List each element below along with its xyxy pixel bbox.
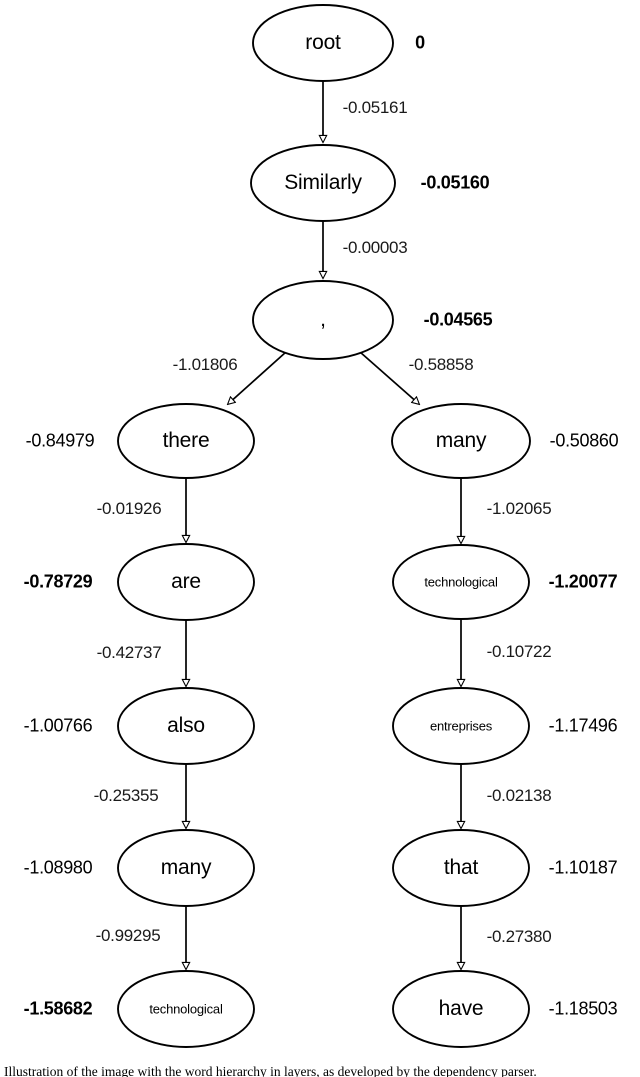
edge-comma-to-there	[228, 351, 287, 404]
edge-weight-label: -0.58858	[408, 355, 474, 374]
node-score-there: -0.84979	[25, 430, 95, 451]
node-ellipse-technological-l[interactable]	[117, 970, 255, 1048]
node-ellipse-technological-r[interactable]	[392, 544, 530, 620]
edge-weight-label: -0.00003	[342, 238, 408, 257]
node-ellipse-entreprises[interactable]	[392, 687, 530, 765]
edge-comma-to-many-right	[359, 351, 419, 404]
node-score-many-right: -0.50860	[549, 430, 619, 451]
edge-weight-label: -0.42737	[96, 643, 162, 662]
node-label-there: there	[162, 429, 210, 452]
edge-weight-label: -1.02065	[486, 499, 552, 518]
node-label-entreprises: entreprises	[429, 718, 493, 734]
node-score-similarly: -0.05160	[420, 172, 490, 193]
nodes-layer	[117, 4, 531, 1048]
node-ellipse-root[interactable]	[252, 4, 394, 82]
node-ellipse-have[interactable]	[392, 970, 530, 1048]
edge-weight-label: -0.02138	[486, 786, 552, 805]
node-ellipse-many-right[interactable]	[391, 403, 531, 479]
node-label-similarly: Similarly	[284, 171, 362, 194]
node-label-technological-r: technological	[424, 574, 498, 590]
edge-weight-label: -0.01926	[96, 499, 162, 518]
node-ellipse-similarly[interactable]	[250, 144, 396, 222]
node-label-many-left: many	[160, 856, 212, 879]
node-score-that: -1.10187	[548, 857, 618, 878]
node-label-are: are	[171, 570, 201, 593]
edge-weight-label: -0.25355	[93, 786, 159, 805]
node-score-technological-l: -1.58682	[23, 998, 93, 1019]
node-label-also: also	[167, 714, 205, 737]
node-score-entreprises: -1.17496	[548, 715, 618, 736]
node-label-technological-l: technological	[149, 1001, 223, 1017]
edge-weight-label: -0.27380	[486, 927, 552, 946]
edge-weight-label: -0.05161	[342, 98, 408, 117]
edge-weight-label: -0.99295	[95, 926, 161, 945]
node-label-root: root	[305, 31, 341, 54]
node-score-have: -1.18503	[548, 998, 618, 1019]
edge-weight-label: -1.01806	[172, 355, 238, 374]
node-score-technological-r: -1.20077	[548, 571, 618, 592]
node-label-many-right: many	[435, 429, 487, 452]
edge-weight-label: -0.10722	[486, 642, 552, 661]
node-ellipse-are[interactable]	[117, 543, 255, 621]
node-score-many-left: -1.08980	[23, 857, 93, 878]
node-label-comma: ,	[320, 308, 326, 331]
node-score-are: -0.78729	[23, 571, 93, 592]
node-ellipse-that[interactable]	[392, 829, 530, 907]
node-ellipse-many-left[interactable]	[117, 829, 255, 907]
node-ellipse-comma[interactable]	[252, 280, 394, 360]
node-label-that: that	[443, 856, 479, 879]
node-score-comma: -0.04565	[423, 309, 493, 330]
edges-layer	[186, 81, 461, 969]
node-score-root: 0	[415, 32, 425, 53]
node-ellipse-there[interactable]	[117, 403, 255, 479]
node-label-have: have	[438, 997, 484, 1020]
node-score-also: -1.00766	[23, 715, 93, 736]
figure-caption: Illustration of the image with the word …	[4, 1064, 537, 1077]
node-ellipse-also[interactable]	[117, 687, 255, 765]
